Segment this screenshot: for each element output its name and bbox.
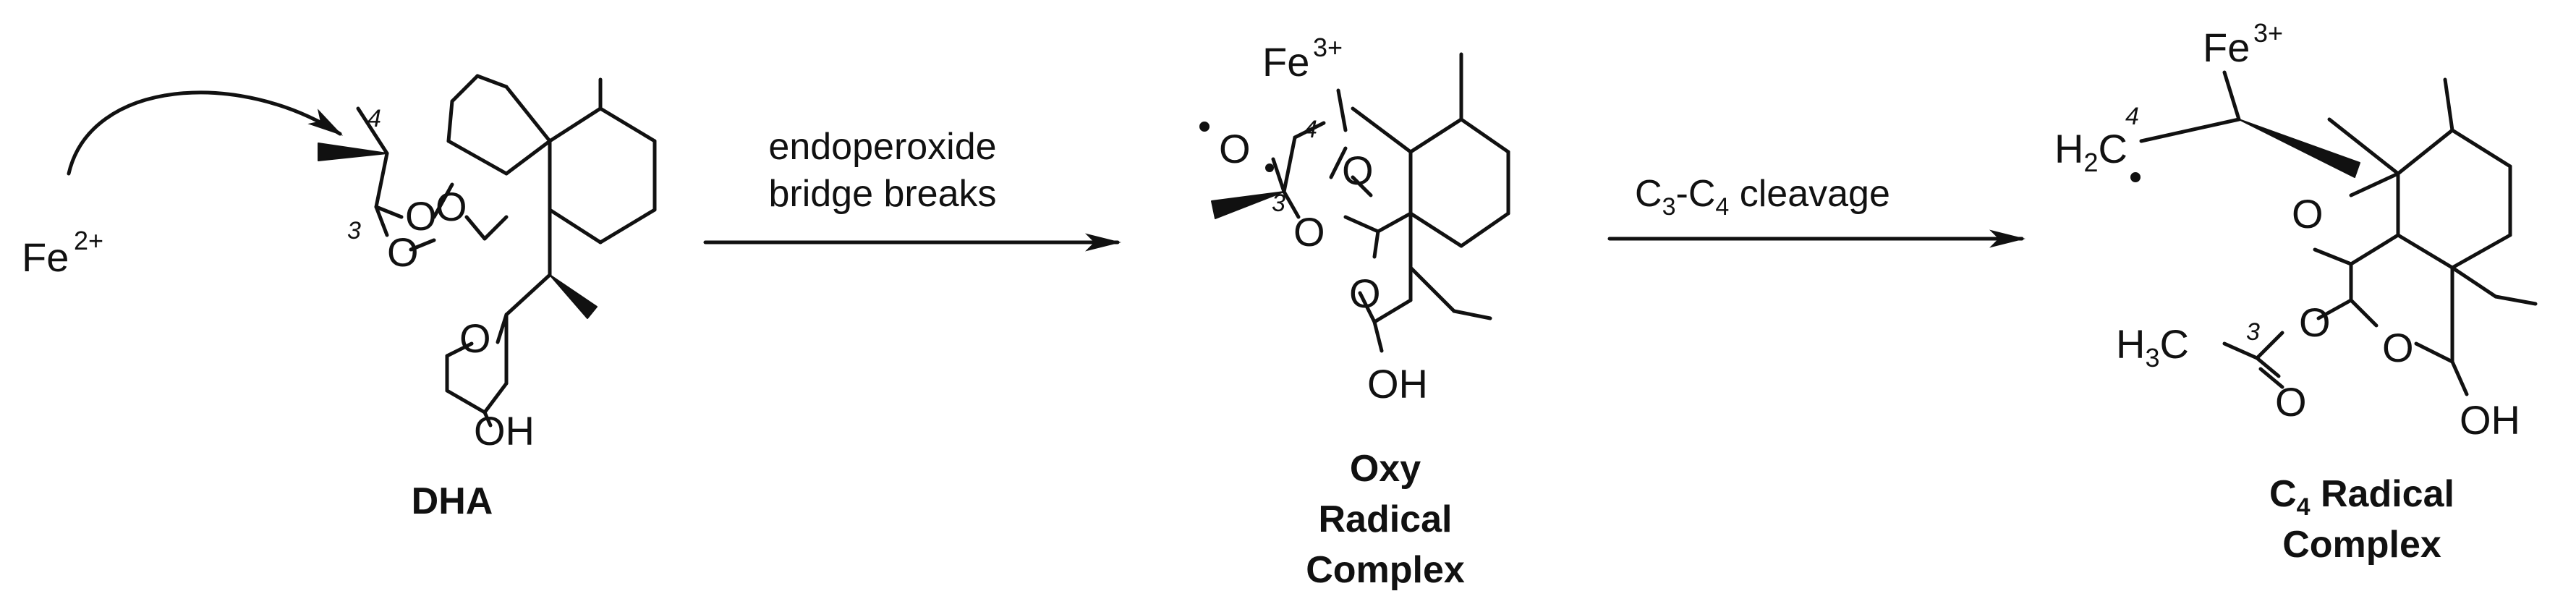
iron-ii-charge: 2+ (74, 226, 103, 255)
oxy-methyl-wedge (1211, 191, 1285, 219)
iron-ii-symbol: Fe (22, 234, 69, 280)
oxy-radical-molecule: Fe 3+ O (1199, 33, 1510, 407)
c4-o-ester: O (2299, 299, 2331, 345)
c4-radical-dot (2130, 172, 2141, 182)
step1-line2: bridge breaks (768, 173, 996, 215)
c4-bonds (2139, 70, 2538, 396)
c4-o-ring2: O (2382, 325, 2414, 370)
oxy-o-ring2: O (1342, 148, 1374, 193)
oxy-o-radical: O (1219, 126, 1251, 171)
step1-condition: endoperoxide bridge breaks (768, 126, 996, 215)
oxy-bonds (1271, 52, 1510, 353)
c4-methyl-h: H (2116, 321, 2145, 367)
c4-label-c: C (2269, 473, 2297, 515)
dha-locant-3: 3 (347, 217, 361, 245)
c4-h-sub: 2 (2083, 148, 2098, 177)
c4-label-rest: Radical (2311, 473, 2454, 515)
dha-o3: O (387, 229, 419, 275)
c4-iron-symbol: Fe (2203, 25, 2250, 70)
oxy-radical-label: Oxy Radical Complex (1306, 448, 1465, 591)
c4-iron-iii: Fe 3+ (2203, 18, 2283, 70)
step2-sub-b: 4 (1715, 193, 1729, 221)
dha-methyl-wedge (318, 143, 388, 161)
c4-o-carbonyl: O (2275, 379, 2307, 425)
c4-h: H (2054, 126, 2083, 171)
dha-locant-4: 4 (367, 105, 381, 132)
c4-ch3-group: H3C (2116, 321, 2189, 373)
iron-ii-ion: Fe 2+ (22, 226, 103, 280)
c4-methyl-c: C (2159, 321, 2188, 367)
oxy-hydroxyl: OH (1367, 361, 1428, 407)
dha-hydroxyl: OH (474, 408, 535, 454)
oxy-o-ring1: O (1293, 209, 1325, 255)
dha-o1: O (405, 193, 437, 239)
step2-c-b: C (1688, 173, 1716, 215)
oxy-locant-3: 3 (1272, 190, 1285, 217)
c4-radical-label: C4 Radical Complex (2269, 473, 2454, 566)
oxy-iron-iii: Fe 3+ (1262, 33, 1343, 85)
dha-o2: O (435, 184, 467, 229)
step1-line1: endoperoxide (768, 126, 996, 168)
dha-methyl-wedge-lower (549, 274, 598, 319)
step2-dash: - (1675, 173, 1688, 215)
c4-label-line2: Complex (2282, 524, 2441, 566)
c4-iron-charge: 3+ (2253, 18, 2283, 48)
oxy-locant-4: 4 (1304, 116, 1317, 143)
c4-locant-4: 4 (2125, 103, 2139, 130)
c4-ch2-group: H2C (2054, 126, 2127, 177)
c4-label-sub: 4 (2297, 493, 2311, 521)
step2-c-a: C (1635, 173, 1662, 215)
c4-radical-molecule: Fe 3+ H2C 4 (2054, 18, 2538, 443)
c4-hydroxyl: OH (2460, 397, 2520, 443)
c4-methyl-h-sub: 3 (2145, 343, 2159, 373)
electron-transfer-arrow (67, 90, 344, 176)
oxy-o-ring3: O (1349, 271, 1381, 316)
step2-sub-a: 3 (1662, 193, 1676, 221)
oxy-c3-radical-dot (1265, 163, 1274, 172)
c4-bridge-wedge (2238, 119, 2360, 178)
step2-rest: cleavage (1729, 173, 1890, 215)
c4-o-ring1: O (2292, 191, 2324, 237)
dha-label: DHA (412, 480, 493, 522)
oxy-label-line3: Complex (1306, 549, 1465, 591)
dha-molecule: O O O O OH 4 3 (318, 74, 657, 454)
c4-locant-3: 3 (2246, 318, 2260, 346)
step2-condition: C3-C4 cleavage (1635, 173, 1890, 221)
dha-o4: O (459, 315, 491, 361)
oxy-iron-charge: 3+ (1313, 33, 1343, 62)
oxy-label-line1: Oxy (1350, 448, 1421, 490)
c4-label-line1: C4 Radical (2269, 473, 2454, 521)
oxy-iron-symbol: Fe (1262, 39, 1309, 85)
c4-c: C (2098, 126, 2127, 171)
dha-bonds (356, 74, 657, 428)
oxy-label-line2: Radical (1319, 498, 1453, 540)
oxy-radical-dot (1199, 122, 1210, 132)
